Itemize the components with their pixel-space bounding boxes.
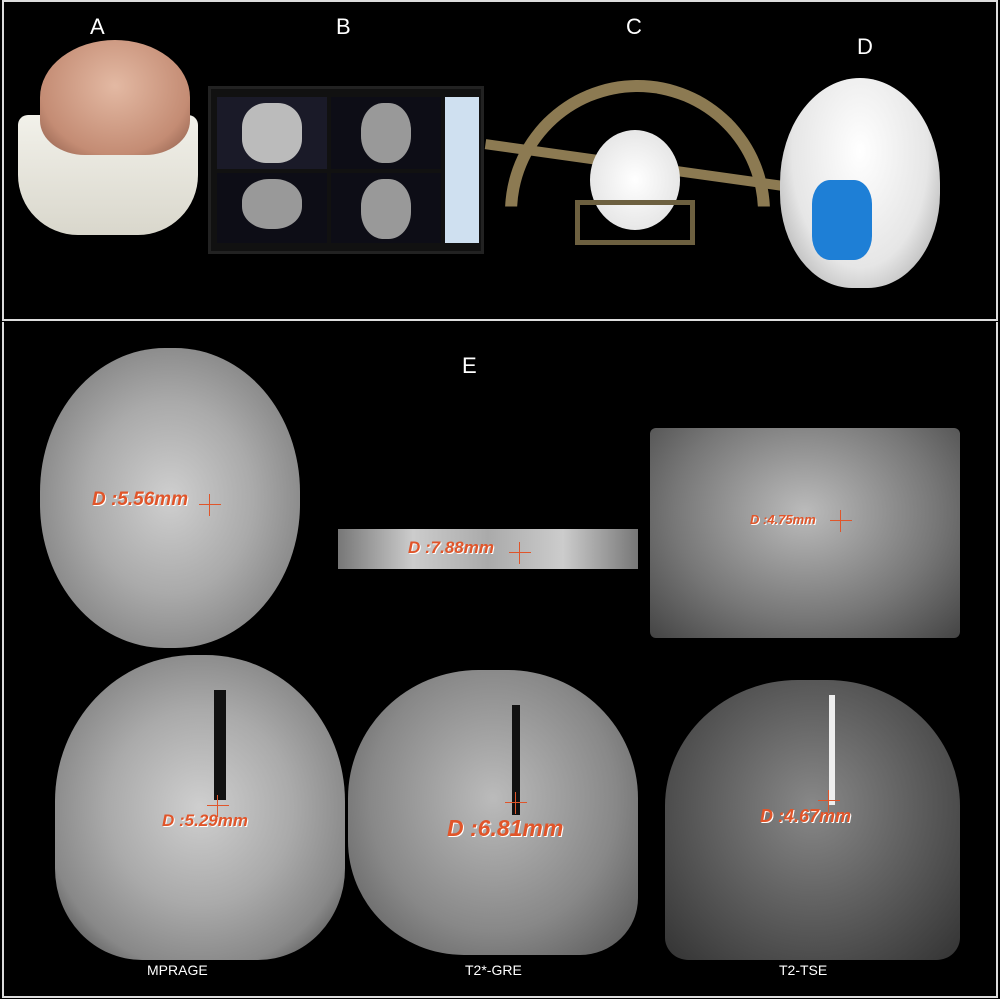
measurement-gre-axial: D :7.88mm [408, 538, 494, 557]
label-d: D [857, 34, 873, 59]
label-b: B [336, 14, 351, 39]
label-c: C [626, 14, 642, 39]
tse-axial-image [650, 428, 960, 638]
caption-mprage: MPRAGE [147, 962, 208, 978]
planning-software-screen [208, 86, 484, 254]
bottom-panel [2, 322, 998, 998]
crosshair-marker [818, 790, 840, 812]
crosshair-marker [199, 494, 221, 516]
gre-axial-image [338, 529, 638, 569]
tse-coronal-image [665, 680, 960, 960]
measurement-mprage-coronal: D :5.29mm [162, 811, 248, 830]
label-a: A [90, 14, 105, 39]
crosshair-marker [207, 795, 229, 817]
measurement-gre-coronal: D :6.81mm [447, 815, 564, 841]
frame-base [575, 200, 695, 245]
brain-specimen [40, 40, 190, 155]
gre-coronal-image [348, 670, 638, 955]
blue-burr-hole-cap [812, 180, 872, 260]
electrode-artifact [829, 695, 835, 805]
top-panel [2, 0, 998, 321]
mprage-coronal-image [55, 655, 345, 960]
crosshair-marker [509, 542, 531, 564]
mprage-axial-image [40, 348, 300, 648]
label-e: E [462, 353, 477, 378]
electrode-artifact [512, 705, 520, 815]
crosshair-marker [505, 792, 527, 814]
caption-t2star-gre: T2*-GRE [465, 962, 522, 978]
skull-phantom [590, 130, 680, 230]
crosshair-marker [830, 510, 852, 532]
measurement-mprage-axial: D :5.56mm [92, 489, 189, 510]
electrode-artifact [214, 690, 226, 800]
caption-t2-tse: T2-TSE [779, 962, 828, 978]
measurement-tse-axial: D :4.75mm [750, 512, 816, 527]
